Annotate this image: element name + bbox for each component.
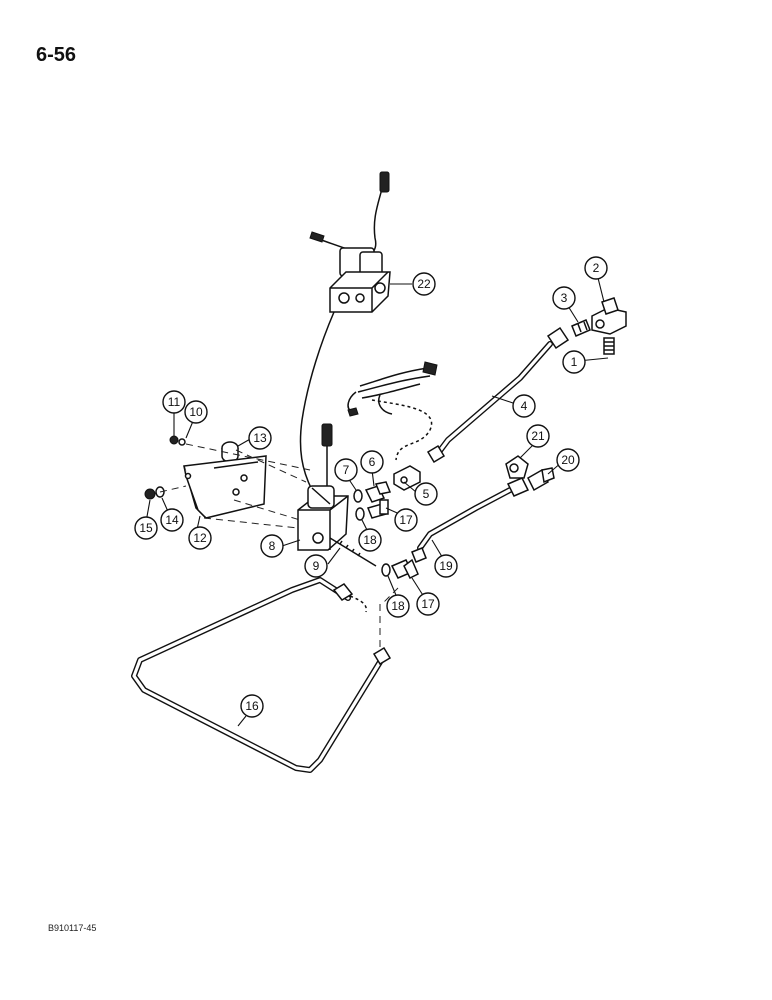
callout-12: 12 <box>188 526 212 550</box>
callout-1: 1 <box>562 350 586 374</box>
tube-19 <box>411 477 530 563</box>
wiring-harness <box>347 361 438 461</box>
callout-3: 3 <box>552 286 576 310</box>
callout-18-lower: 18 <box>386 594 410 618</box>
figure-code: B910117-45 <box>48 923 97 933</box>
svg-text:14: 14 <box>165 513 179 527</box>
callout-18-upper: 18 <box>358 528 382 552</box>
o-ring-7 <box>353 489 363 503</box>
solenoid-valve-8 <box>297 423 349 551</box>
svg-text:10: 10 <box>189 405 203 419</box>
elbow-17-upper <box>366 499 389 519</box>
callout-9: 9 <box>304 554 328 578</box>
svg-text:7: 7 <box>343 463 350 477</box>
bolt-9 <box>329 537 377 567</box>
svg-text:20: 20 <box>561 453 575 467</box>
callout-17-upper: 17 <box>394 508 418 532</box>
svg-text:11: 11 <box>168 395 181 409</box>
callout-13: 13 <box>248 426 272 450</box>
callout-6: 6 <box>360 450 384 474</box>
svg-text:9: 9 <box>313 559 320 573</box>
fitting-3 <box>571 319 591 337</box>
svg-text:8: 8 <box>269 539 276 553</box>
svg-text:22: 22 <box>417 277 431 291</box>
callout-22: 22 <box>412 272 436 296</box>
callout-21: 21 <box>526 424 550 448</box>
o-ring-18-lower <box>381 563 391 577</box>
fitting-5 <box>393 465 421 491</box>
elbow-21 <box>505 455 529 479</box>
callout-19: 19 <box>434 554 458 578</box>
svg-text:18: 18 <box>363 533 377 547</box>
callout-16: 16 <box>240 694 264 718</box>
svg-text:15: 15 <box>139 521 153 535</box>
washer-10 <box>178 438 186 446</box>
o-ring-18-upper <box>355 507 365 521</box>
adapter-20 <box>527 467 555 492</box>
callout-7: 7 <box>334 458 358 482</box>
callout-11: 11 <box>162 390 186 414</box>
solenoid-valve-assembly-22 <box>309 171 391 313</box>
tube-4 <box>426 326 570 464</box>
fitting-1 <box>603 337 615 355</box>
callout-4: 4 <box>512 394 536 418</box>
bracket-12 <box>183 455 267 519</box>
callout-14: 14 <box>160 508 184 532</box>
elbow-17-lower <box>390 558 419 580</box>
svg-text:21: 21 <box>531 429 545 443</box>
tee-2 <box>591 297 627 335</box>
callout-15: 15 <box>134 516 158 540</box>
svg-text:18: 18 <box>391 599 405 613</box>
svg-text:1: 1 <box>571 355 578 369</box>
spacer-13 <box>221 441 239 463</box>
fitting-6 <box>364 481 392 503</box>
svg-text:17: 17 <box>399 513 413 527</box>
callout-20: 20 <box>556 448 580 472</box>
page-number: 6-56 <box>36 44 77 66</box>
callout-2: 2 <box>584 256 608 280</box>
callout-10: 10 <box>184 400 208 424</box>
bolt-15 <box>144 488 156 500</box>
tube-16 <box>131 577 392 773</box>
callout-17-lower: 17 <box>416 592 440 616</box>
callout-5: 5 <box>414 482 438 506</box>
solenoid-wire <box>299 311 335 491</box>
svg-text:6: 6 <box>369 455 376 469</box>
svg-text:19: 19 <box>439 559 453 573</box>
svg-text:2: 2 <box>593 261 600 275</box>
svg-text:16: 16 <box>245 699 259 713</box>
svg-text:4: 4 <box>521 399 528 413</box>
svg-text:17: 17 <box>421 597 435 611</box>
svg-text:12: 12 <box>193 531 207 545</box>
svg-text:5: 5 <box>423 487 430 501</box>
svg-text:3: 3 <box>561 291 568 305</box>
callout-8: 8 <box>260 534 284 558</box>
nut-11 <box>169 435 179 445</box>
svg-text:13: 13 <box>253 431 267 445</box>
